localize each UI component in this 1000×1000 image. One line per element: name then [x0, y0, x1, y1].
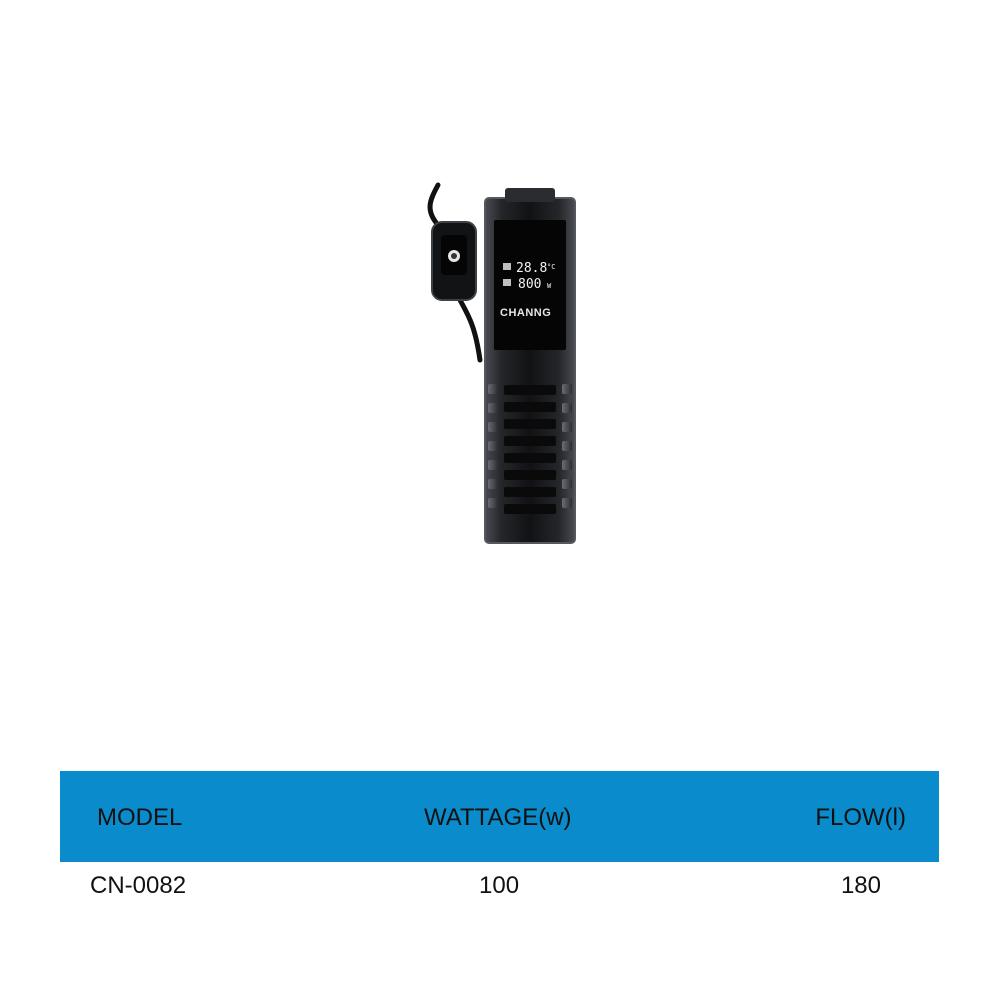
cell-model: CN-0082 [90, 872, 187, 899]
left-side-vents [488, 384, 498, 508]
power-icon [503, 279, 511, 286]
lcd-panel [494, 220, 566, 350]
display-temperature-unit: °C [547, 263, 555, 271]
product-image-area: 28.8 °C 800 W CHANNG [427, 182, 576, 544]
heater-top-cap [505, 188, 555, 202]
spec-table: MODEL WATTAGE(w) FLOW(l) CN-0082 100 180 [60, 771, 939, 926]
display-power: 800 [518, 277, 541, 292]
cell-flow: 180 [840, 872, 881, 899]
header-flow: FLOW(l) [815, 804, 906, 831]
cell-wattage: 100 [479, 872, 520, 899]
knob-center-icon [451, 253, 457, 259]
power-cable [427, 182, 441, 228]
display-temperature: 28.8 [516, 261, 547, 276]
spec-table-row: CN-0082 100 180 [60, 862, 939, 926]
temperature-icon [503, 263, 511, 270]
controller-cable [457, 297, 483, 363]
brand-label: CHANNG [500, 307, 551, 319]
heater-vent-slots [504, 385, 556, 514]
spec-table-header: MODEL WATTAGE(w) FLOW(l) [60, 771, 939, 862]
header-wattage: WATTAGE(w) [424, 804, 572, 831]
display-power-unit: W [547, 282, 552, 290]
right-side-vents [562, 384, 572, 508]
aquarium-heater-image: 28.8 °C 800 W CHANNG [427, 182, 576, 544]
header-model: MODEL [97, 804, 183, 831]
